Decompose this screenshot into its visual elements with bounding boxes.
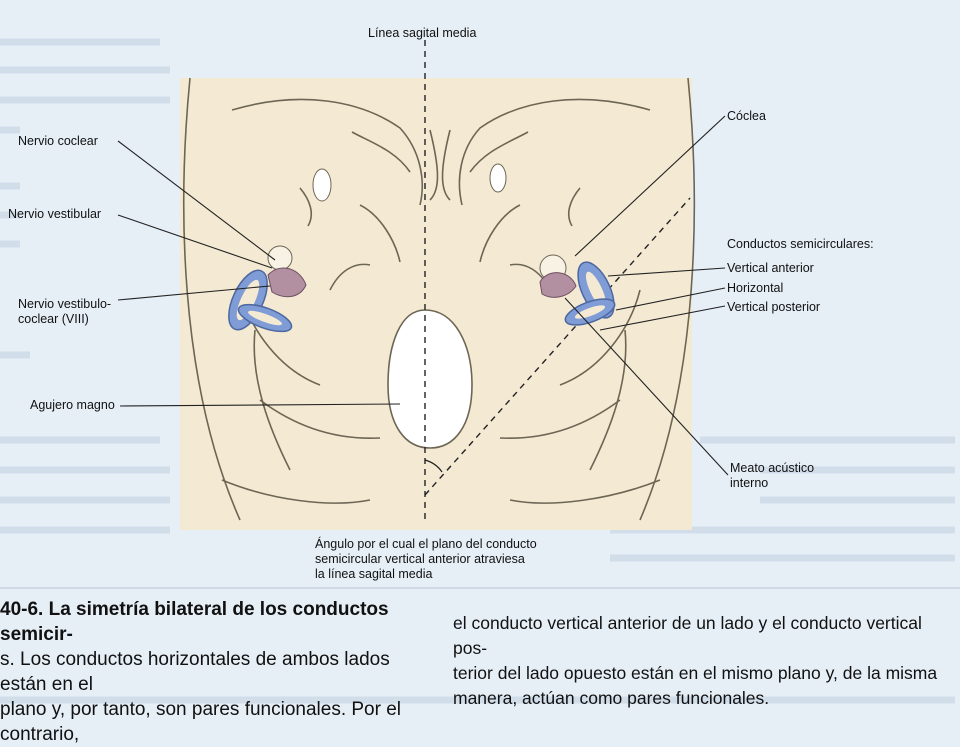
vertical-posterior-label: Vertical posterior	[727, 300, 821, 314]
foramen-magnum	[387, 309, 473, 449]
inner-ear-left	[228, 245, 307, 333]
angle-arc	[424, 459, 443, 473]
caption-title: La simetría bilateral de los conductos s…	[0, 599, 389, 645]
midline-label: Línea sagital media	[368, 26, 477, 40]
inner-ear-right	[539, 254, 616, 326]
caption-left-line3: plano y, por tanto, son pares funcionale…	[0, 699, 402, 745]
skull-outline	[183, 77, 696, 521]
foramen-left	[312, 168, 332, 202]
horizontal-label: Horizontal	[727, 281, 784, 295]
nervio-vestibulo-coclear-label: Nervio vestibulo- coclear (VIII)	[18, 297, 112, 326]
background-texture	[0, 38, 955, 704]
caption-right-line2: terior del lado opuesto están en el mism…	[453, 663, 938, 683]
canal-plane-line	[424, 197, 691, 496]
angulo-label: Ángulo por el cual el plano del conducto…	[315, 537, 537, 581]
vertical-anterior-label: Vertical anterior	[727, 261, 814, 275]
skull-base-figure	[0, 38, 960, 704]
coclea-label: Cóclea	[727, 109, 766, 123]
leader-lines	[117, 115, 729, 476]
caption-left: 40-6. La simetría bilateral de los condu…	[0, 597, 430, 747]
meato-label: Meato acústico interno	[730, 461, 815, 490]
conductos-title-label: Conductos semicirculares:	[727, 237, 874, 251]
caption-right: el conducto vertical anterior de un lado…	[453, 611, 958, 711]
caption-left-line2: s. Los conductos horizontales de ambos l…	[0, 649, 390, 695]
agujero-magno-label: Agujero magno	[30, 398, 115, 412]
nervio-vestibular-label: Nervio vestibular	[8, 207, 102, 221]
foramen-right	[489, 163, 507, 193]
nervio-coclear-label: Nervio coclear	[18, 134, 98, 148]
caption-right-line3: manera, actúan como pares funcionales.	[453, 688, 770, 708]
caption-number: 40-6.	[0, 599, 44, 620]
caption-right-line1: el conducto vertical anterior de un lado…	[453, 613, 922, 658]
